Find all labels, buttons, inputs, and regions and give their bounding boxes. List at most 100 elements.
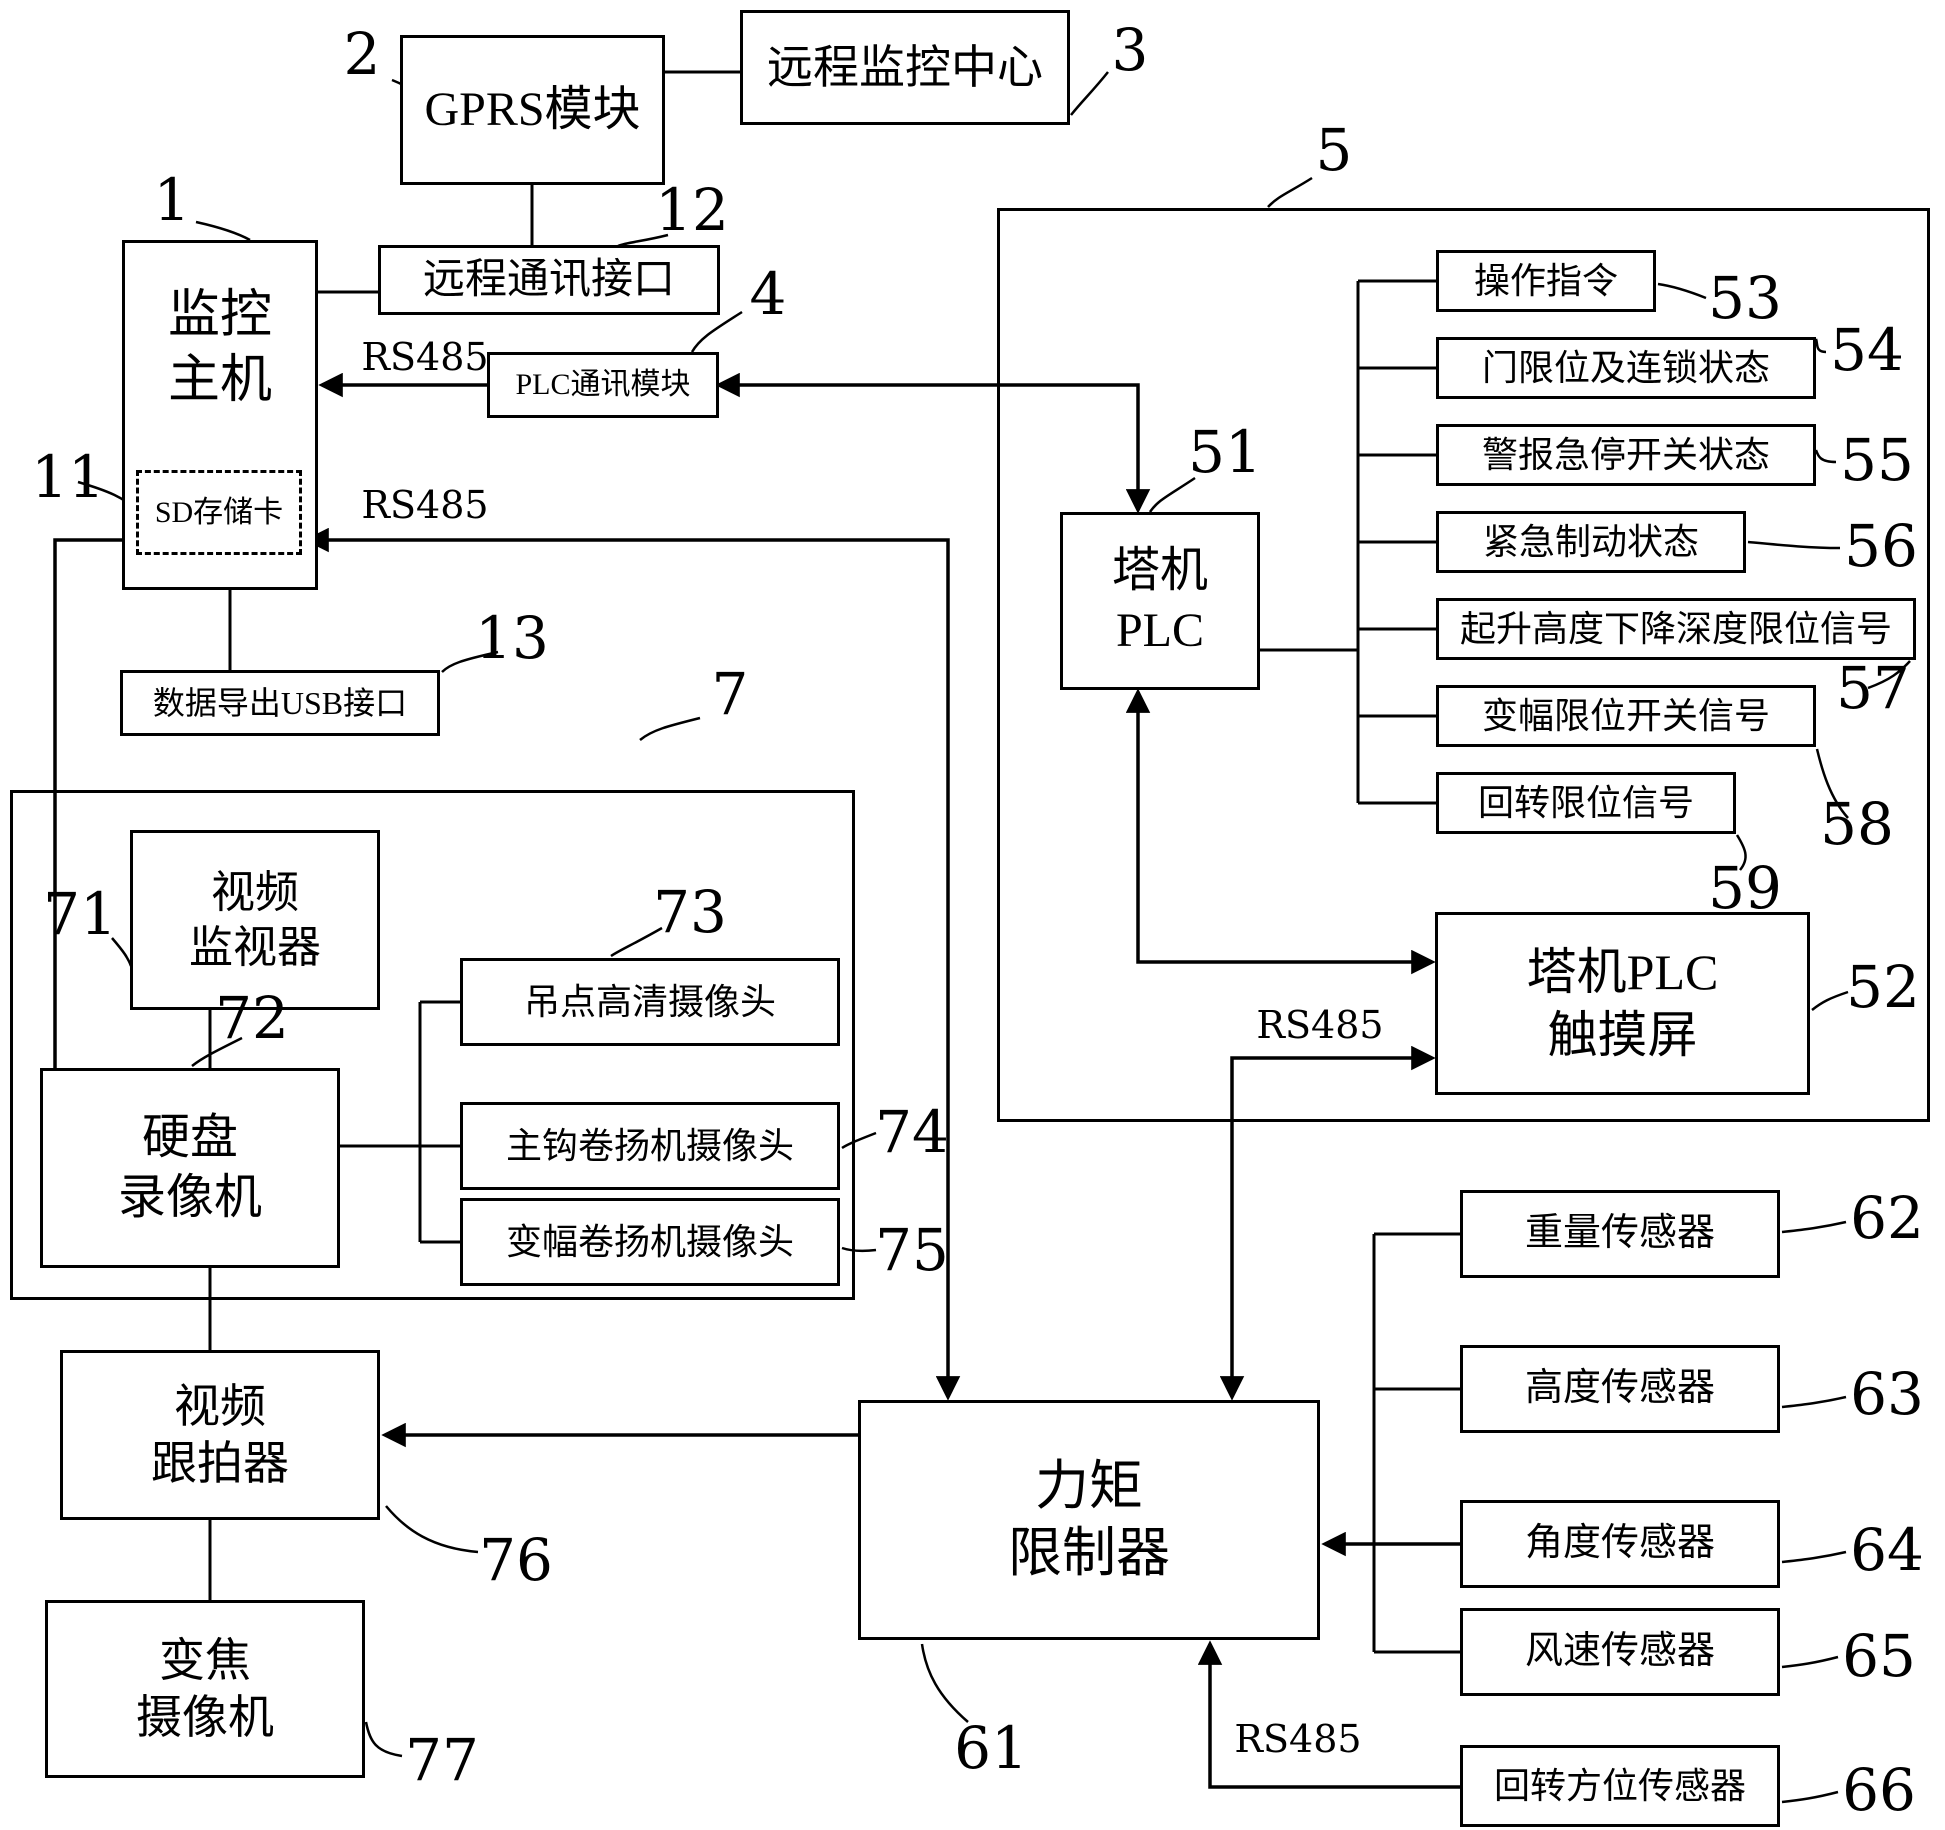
ref-12: 12	[655, 176, 729, 244]
block-usb-export-port: 数据导出USB接口	[120, 670, 440, 736]
block-label: 远程通讯接口	[422, 256, 675, 303]
ref-4: 4	[749, 260, 787, 328]
block-label-line1: 视频	[174, 1380, 266, 1432]
ref-2: 2	[343, 20, 381, 88]
block-emergency-brake-state: 紧急制动状态	[1436, 511, 1746, 573]
ref-58: 58	[1820, 790, 1894, 858]
block-touch-screen: 塔机PLC 触摸屏	[1435, 912, 1810, 1095]
block-label: 主钩卷扬机摄像头	[505, 1125, 794, 1166]
ref-65: 65	[1842, 1622, 1916, 1690]
ref-59: 59	[1708, 854, 1782, 922]
block-label-line2: 录像机	[117, 1171, 262, 1224]
block-main-winch-camera: 主钩卷扬机摄像头	[460, 1102, 840, 1190]
block-hdd-recorder: 硬盘 录像机	[40, 1068, 340, 1268]
block-torque-limiter: 力矩 限制器	[858, 1400, 1320, 1640]
block-label-line1: 塔机	[1111, 544, 1208, 597]
link-sensor-bracket	[1372, 1232, 1460, 1654]
arrow-towerplc-touchscreen	[1125, 688, 1436, 975]
ref-13: 13	[475, 604, 549, 672]
block-label-line1: 力矩	[1035, 1455, 1143, 1516]
block-video-monitor: 视频 监视器	[130, 830, 380, 1010]
block-wind-sensor: 风速传感器	[1460, 1608, 1780, 1696]
block-alarm-stop-state: 警报急停开关状态	[1436, 424, 1816, 486]
arrow-recorder-host	[53, 527, 151, 1068]
block-hoist-limit-signal: 起升高度下降深度限位信号	[1436, 598, 1916, 660]
ref-72: 72	[215, 984, 289, 1052]
ref-73: 73	[653, 878, 727, 946]
arrow-rs485-torque-sdcard	[304, 527, 961, 1401]
ref-51: 51	[1188, 418, 1262, 486]
block-label: 数据导出USB接口	[152, 685, 408, 721]
ref-77: 77	[405, 1726, 479, 1794]
block-label: SD存储卡	[154, 495, 284, 529]
block-slewing-limit-signal: 回转限位信号	[1436, 772, 1736, 834]
block-label-line2: 限制器	[1008, 1523, 1170, 1583]
block-label-line1: 变焦	[159, 1634, 251, 1686]
block-label: 变幅卷扬机摄像头	[505, 1221, 794, 1262]
block-luffing-winch-camera: 变幅卷扬机摄像头	[460, 1198, 840, 1286]
block-label-line2: PLC	[1115, 604, 1205, 657]
rs485-label-torque-touchscreen: RS485	[1256, 1003, 1384, 1047]
video-system-container	[10, 790, 855, 1300]
block-label: 变幅限位开关信号	[1481, 695, 1770, 736]
block-label: 紧急制动状态	[1482, 521, 1699, 562]
block-label-line1: 塔机PLC	[1526, 944, 1719, 1000]
block-label: PLC通讯模块	[515, 368, 691, 402]
block-label-line1: 监控	[167, 287, 272, 344]
block-label-line1: 硬盘	[141, 1111, 238, 1164]
ref-55: 55	[1840, 426, 1914, 494]
block-label-line2: 触摸屏	[1547, 1006, 1698, 1063]
ref-1: 1	[153, 166, 191, 234]
rs485-label-host-plccomm: RS485	[361, 335, 489, 379]
block-label: 高度传感器	[1524, 1367, 1715, 1410]
block-label: 警报急停开关状态	[1481, 434, 1770, 475]
ref-3: 3	[1111, 16, 1149, 84]
block-label-line2: 主机	[167, 352, 272, 409]
block-label: 回转限位信号	[1477, 782, 1694, 823]
block-label: GPRS模块	[424, 83, 641, 136]
block-label: 门限位及连锁状态	[1481, 347, 1770, 388]
arrow-plccomm-towerplc	[715, 372, 1151, 514]
ref-7: 7	[711, 660, 749, 728]
ref-75: 75	[875, 1216, 949, 1284]
block-height-sensor: 高度传感器	[1460, 1345, 1780, 1433]
block-label: 重量传感器	[1524, 1212, 1715, 1255]
arrow-rs485-slewsensor-torque	[1197, 1640, 1460, 1789]
ref-57: 57	[1836, 654, 1910, 722]
ref-54: 54	[1830, 316, 1904, 384]
block-op-command: 操作指令	[1436, 250, 1656, 312]
block-tower-plc: 塔机 PLC	[1060, 512, 1260, 690]
block-label-line2: 跟拍器	[151, 1438, 289, 1489]
ref-63: 63	[1850, 1360, 1924, 1428]
plc-system-container	[997, 208, 1930, 1122]
block-hook-camera: 吊点高清摄像头	[460, 958, 840, 1046]
ref-5: 5	[1315, 116, 1353, 184]
ref-56: 56	[1844, 512, 1918, 580]
ref-76: 76	[479, 1526, 553, 1594]
ref-71: 71	[43, 880, 117, 948]
block-label: 操作指令	[1473, 260, 1618, 301]
ref-74: 74	[875, 1098, 949, 1166]
block-weight-sensor: 重量传感器	[1460, 1190, 1780, 1278]
block-label-line1: 视频	[211, 868, 299, 917]
block-door-limit-state: 门限位及连锁状态	[1436, 337, 1816, 399]
block-slew-sensor: 回转方位传感器	[1460, 1745, 1780, 1827]
block-gprs-module: GPRS模块	[400, 35, 665, 185]
ref-11: 11	[31, 443, 105, 511]
block-zoom-camera: 变焦 摄像机	[45, 1600, 365, 1778]
arrow-rs485-torque-touchscreen	[1219, 1045, 1436, 1401]
rs485-label-slewsensor-torque: RS485	[1234, 1717, 1362, 1761]
ref-64: 64	[1850, 1516, 1924, 1584]
block-plc-comm-module: PLC通讯模块	[487, 352, 719, 418]
block-sd-card: SD存储卡	[136, 470, 302, 555]
ref-52: 52	[1846, 953, 1920, 1021]
block-label: 角度传感器	[1524, 1522, 1715, 1565]
block-label: 起升高度下降深度限位信号	[1459, 608, 1892, 649]
block-luffing-limit-signal: 变幅限位开关信号	[1436, 685, 1816, 747]
block-video-tracker: 视频 跟拍器	[60, 1350, 380, 1520]
block-remote-comm-port: 远程通讯接口	[378, 245, 720, 315]
block-label: 风速传感器	[1524, 1630, 1715, 1673]
ref-61: 61	[954, 1714, 1028, 1782]
